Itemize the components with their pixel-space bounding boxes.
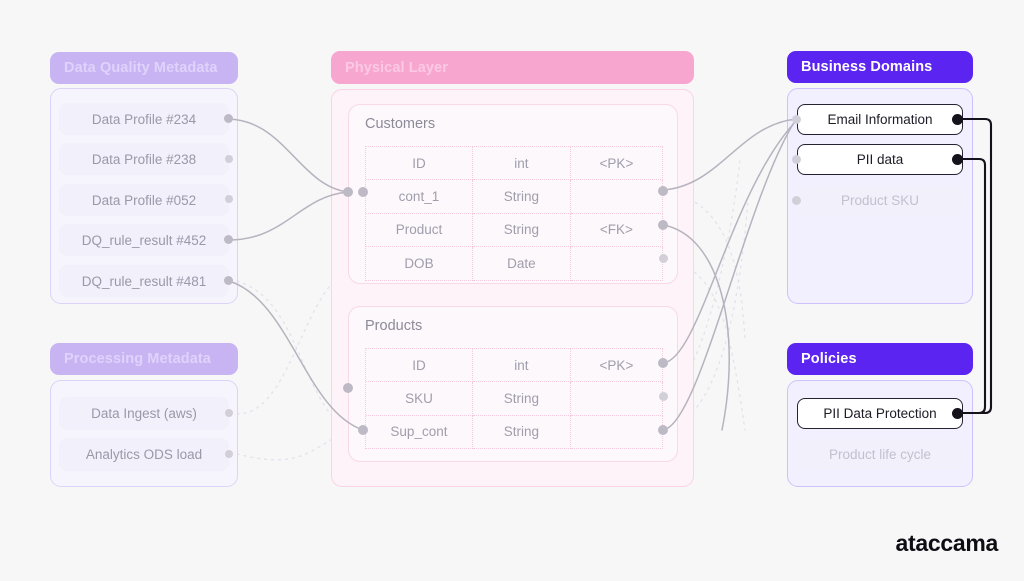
cell-key <box>570 180 663 214</box>
connector-dot-products-id-right <box>658 358 668 368</box>
entity-title-products: Products <box>365 318 423 334</box>
cell-type: int <box>472 147 571 181</box>
cell-field: ID <box>366 147 473 181</box>
list-item-label: Data Profile #052 <box>91 192 197 208</box>
list-item-pii-data[interactable]: PII data <box>797 144 963 175</box>
group-header-physical-layer: Physical Layer <box>331 51 694 84</box>
list-item-email-information[interactable]: Email Information <box>797 104 963 135</box>
cell-type: Date <box>472 247 571 281</box>
list-item-data-ingest-aws[interactable]: Data Ingest (aws) <box>59 397 229 430</box>
entity-card-customers[interactable]: Customers ID int <PK> cont_1 String Prod… <box>348 104 678 284</box>
list-item-product-sku[interactable]: Product SKU <box>797 185 963 216</box>
cell-type: String <box>472 213 571 248</box>
table-row: SKU String <box>366 382 663 416</box>
connector-dot-products-supcont-left <box>358 425 368 435</box>
list-item-label: Data Ingest (aws) <box>91 406 197 421</box>
list-item-dq-rule-result-452[interactable]: DQ_rule_result #452 <box>59 224 229 256</box>
connector-dot-products-supcont-right <box>658 425 668 435</box>
list-item-label: Email Information <box>827 112 933 127</box>
list-item-label: DQ_rule_result #452 <box>81 232 207 248</box>
cell-field: SKU <box>366 382 473 416</box>
list-item-label: Product SKU <box>840 193 920 208</box>
cell-type: String <box>472 180 571 214</box>
list-item-pii-data-protection[interactable]: PII Data Protection <box>797 398 963 429</box>
connector-dot-data-ingest <box>225 409 233 417</box>
table-row: Product String <FK> <box>366 213 663 248</box>
list-item-label: PII data <box>856 152 904 167</box>
group-title-processing-metadata: Processing Metadata <box>64 351 211 367</box>
group-title-policies: Policies <box>801 351 857 367</box>
group-header-data-quality: Data Quality Metadata <box>50 52 238 84</box>
group-header-business-domains: Business Domains <box>787 51 973 83</box>
connector-dot-customers-product-right <box>658 220 668 230</box>
connector-dot-dq-234 <box>224 114 233 123</box>
connector-dot-physical-left-products <box>343 383 353 393</box>
cell-field: DOB <box>366 247 473 281</box>
list-item-analytics-ods-load[interactable]: Analytics ODS load <box>59 438 229 471</box>
connector-dot-pii-data-right <box>952 154 963 165</box>
connector-dot-customers-cont1-right <box>658 186 668 196</box>
table-row: ID int <PK> <box>366 349 663 383</box>
list-item-label: Data Profile #238 <box>91 151 197 167</box>
connector-dot-dq-481 <box>224 276 233 285</box>
entity-title-customers: Customers <box>365 116 436 132</box>
connector-dot-dq-052 <box>225 195 233 203</box>
table-row: Sup_cont String <box>366 415 663 450</box>
cell-field: Product <box>366 213 473 248</box>
entity-card-products[interactable]: Products ID int <PK> SKU String Sup_cont… <box>348 306 678 462</box>
connector-dot-product-sku-left <box>792 196 801 205</box>
cell-key <box>570 247 663 281</box>
group-header-processing-metadata: Processing Metadata <box>50 343 238 375</box>
list-item-data-profile-234[interactable]: Data Profile #234 <box>59 103 229 135</box>
connector-dot-customers-dob-right <box>659 254 668 263</box>
cell-key: <PK> <box>570 349 663 383</box>
connector-dot-dq-452 <box>224 235 233 244</box>
cell-field: cont_1 <box>366 180 473 214</box>
ataccama-logo: ataccama <box>895 530 999 557</box>
list-item-label: Analytics ODS load <box>85 447 203 462</box>
list-item-data-profile-238[interactable]: Data Profile #238 <box>59 143 229 175</box>
cell-key: <FK> <box>570 213 663 248</box>
table-row: cont_1 String <box>366 180 663 214</box>
connector-dot-pii-data-left <box>792 155 801 164</box>
group-title-data-quality: Data Quality Metadata <box>64 60 218 76</box>
connector-dot-customers-cont1-left <box>358 187 368 197</box>
cell-type: String <box>472 415 571 450</box>
brand-text: ataccama <box>895 530 999 556</box>
table-row: DOB Date <box>366 247 663 281</box>
list-item-product-life-cycle[interactable]: Product life cycle <box>797 439 963 470</box>
list-item-label: PII Data Protection <box>823 406 937 421</box>
connector-dot-email-information-left <box>792 115 801 124</box>
list-item-data-profile-052[interactable]: Data Profile #052 <box>59 184 229 216</box>
panel-policies <box>787 380 973 487</box>
cell-key <box>570 382 663 416</box>
connector-dot-ods-load <box>225 450 233 458</box>
cell-key: <PK> <box>570 147 663 181</box>
cell-type: int <box>472 349 571 383</box>
group-title-business-domains: Business Domains <box>801 59 933 75</box>
cell-type: String <box>472 382 571 416</box>
cell-key <box>570 415 663 450</box>
connector-dot-pii-data-protection-right <box>952 408 963 419</box>
group-title-physical-layer: Physical Layer <box>345 59 448 76</box>
connector-dot-dq-238 <box>225 155 233 163</box>
connector-dot-physical-left-customers <box>343 187 353 197</box>
cell-field: Sup_cont <box>366 415 473 450</box>
cell-field: ID <box>366 349 473 383</box>
group-header-policies: Policies <box>787 343 973 375</box>
list-item-label: DQ_rule_result #481 <box>81 273 207 289</box>
list-item-label: Product life cycle <box>828 447 932 462</box>
connector-dot-email-information-right <box>952 114 963 125</box>
table-row: ID int <PK> <box>366 147 663 181</box>
list-item-label: Data Profile #234 <box>91 111 197 127</box>
list-item-dq-rule-result-481[interactable]: DQ_rule_result #481 <box>59 265 229 297</box>
connector-dot-products-sku-right <box>659 392 668 401</box>
